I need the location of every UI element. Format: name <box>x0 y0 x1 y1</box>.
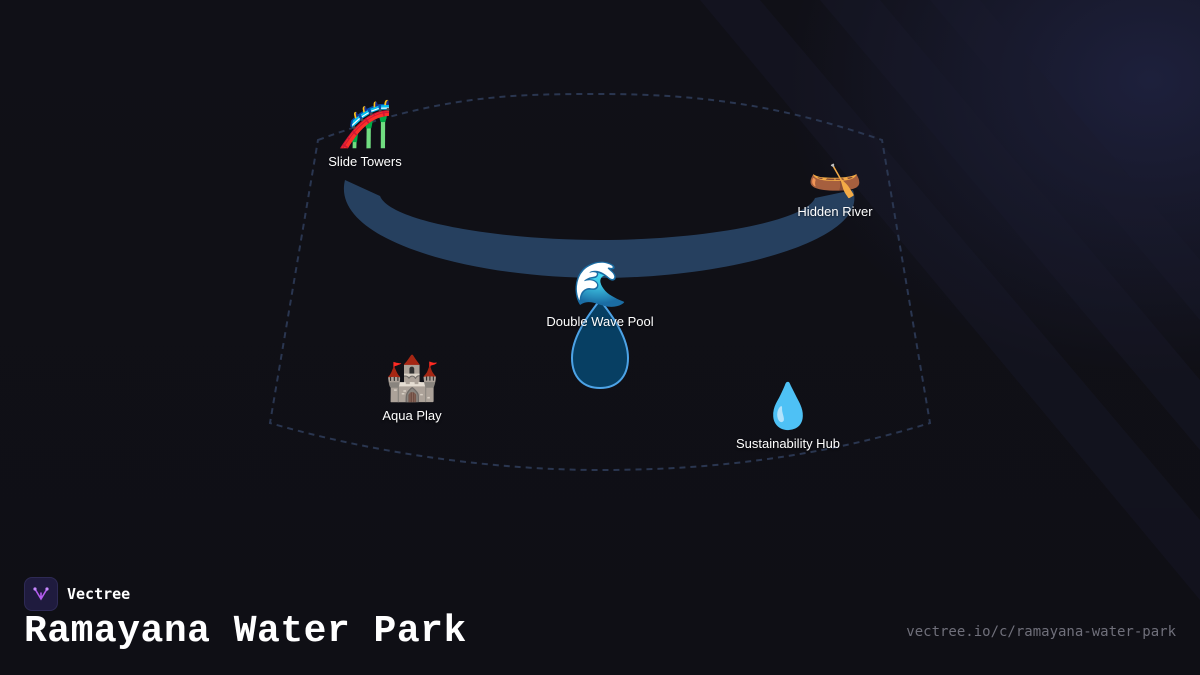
page-title: Ramayana Water Park <box>24 610 467 653</box>
poi-double-wave-pool[interactable]: 🌊 Double Wave Pool <box>546 259 654 330</box>
poi-label: Double Wave Pool <box>546 314 654 329</box>
poi-slide-towers[interactable]: 🎢 Slide Towers <box>328 99 402 170</box>
droplet-icon: 💧 <box>760 381 816 432</box>
page-url[interactable]: vectree.io/c/ramayana-water-park <box>906 624 1176 640</box>
poi-label: Hidden River <box>797 204 873 219</box>
poi-sustainability-hub[interactable]: 💧 Sustainability Hub <box>735 381 841 452</box>
park-boundary <box>268 92 932 472</box>
brand[interactable]: Vectree <box>24 577 130 611</box>
poi-hidden-river[interactable]: 🛶 Hidden River <box>797 149 873 220</box>
poi-label: Aqua Play <box>382 408 442 423</box>
canoe-icon: 🛶 <box>807 149 863 200</box>
double-wave-pool[interactable] <box>570 298 630 390</box>
poi-label: Sustainability Hub <box>735 436 841 451</box>
vectree-logo-icon <box>24 577 58 611</box>
brand-name: Vectree <box>67 585 131 603</box>
roller-coaster-icon: 🎢 <box>337 99 393 150</box>
hidden-river[interactable] <box>343 180 855 278</box>
castle-icon: 🏰 <box>384 353 440 404</box>
poi-aqua-play[interactable]: 🏰 Aqua Play <box>382 353 442 424</box>
poi-label: Slide Towers <box>328 154 402 169</box>
wave-icon: 🌊 <box>572 259 628 310</box>
